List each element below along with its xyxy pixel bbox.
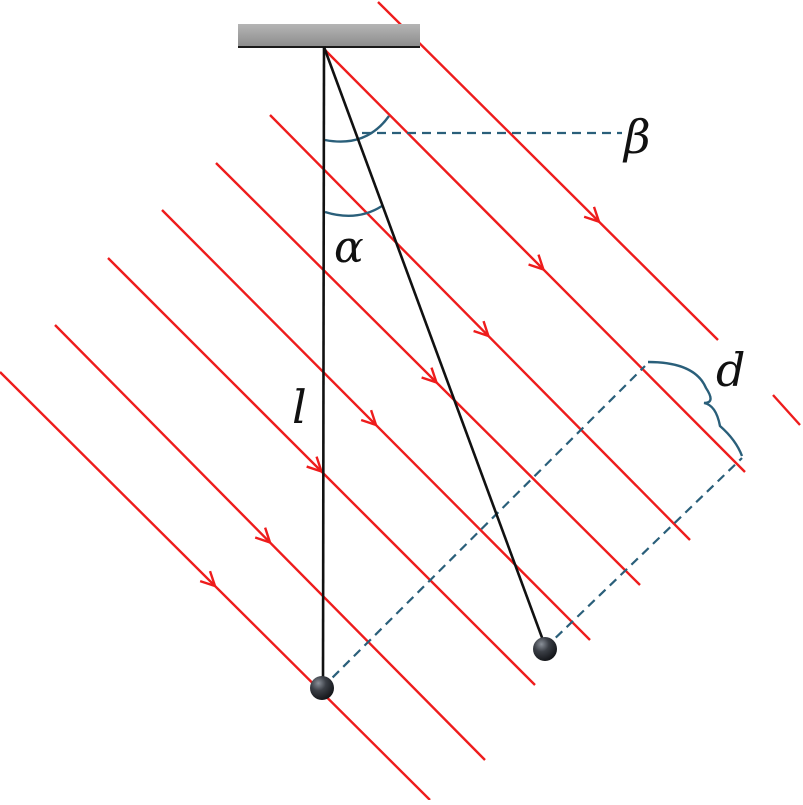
alpha-label: α xyxy=(334,222,364,273)
alpha-angle-arc xyxy=(324,204,383,218)
length-label: l xyxy=(292,380,307,434)
field-line xyxy=(269,114,691,541)
deflected-string xyxy=(322,46,546,644)
field-line-arrow xyxy=(421,367,439,385)
spacing-brace xyxy=(647,360,744,457)
dashed-lines xyxy=(321,131,743,689)
field-line-arrow xyxy=(528,254,546,272)
field-line-arrow xyxy=(306,456,324,474)
field-line xyxy=(215,162,641,586)
field-line xyxy=(324,49,746,473)
beta-angle-arc xyxy=(324,115,390,143)
spacing-dash-right xyxy=(544,457,743,649)
field-line-arrow xyxy=(473,320,491,338)
spacing-dash-left xyxy=(321,365,646,689)
field-line-arrow xyxy=(583,206,601,224)
spacing-label: d xyxy=(716,343,745,397)
pendulum-strings xyxy=(321,46,546,682)
field-line-arrow xyxy=(360,409,378,427)
ceiling-support xyxy=(238,24,420,47)
vertical-string xyxy=(321,46,326,682)
field-line-arrow xyxy=(199,570,217,588)
beta-label: β xyxy=(622,110,651,164)
ball-deflected xyxy=(533,637,557,661)
ball-hanging xyxy=(310,676,334,700)
field-line-arrow xyxy=(254,527,272,545)
field-line xyxy=(377,1,719,341)
field-line xyxy=(772,394,801,426)
